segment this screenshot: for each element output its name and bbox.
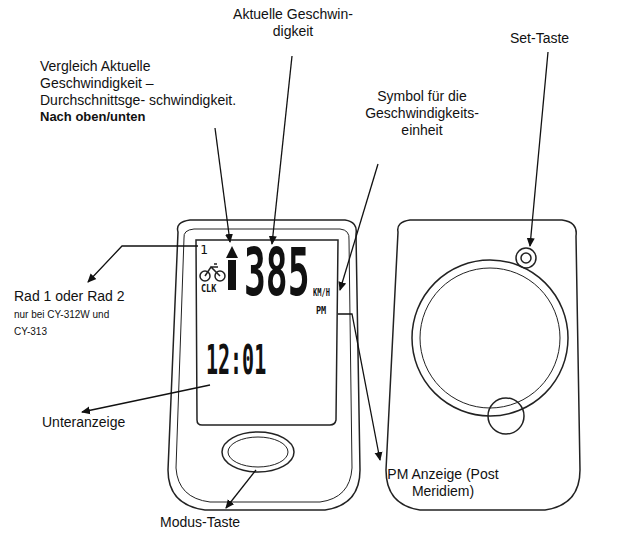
callout-label: Modus-Taste	[160, 514, 300, 531]
callout-label: Unteranzeige	[42, 414, 182, 431]
callout-label: Set-Taste	[510, 30, 610, 47]
callout-label: Vergleich Aktuelle Geschwindigkeit – Dur…	[40, 58, 240, 109]
display-pm: PM	[316, 306, 326, 316]
display-clock: 12:01	[206, 340, 266, 380]
callout-label: PM Anzeige (Post Meridiem)	[368, 466, 518, 500]
callout-note: Nach oben/unten	[40, 108, 240, 125]
callout-note: nur bei CY-312W und CY-313	[14, 306, 124, 340]
display-mode: CLK	[201, 284, 216, 294]
display-speed: 385	[244, 240, 310, 306]
callout-label: Aktuelle Geschwin- digkeit	[228, 6, 358, 40]
callout-label: Rad 1 oder Rad 2	[14, 288, 174, 305]
display-unit: KM/H	[313, 288, 330, 298]
display-wheel-number: 1	[200, 243, 208, 256]
callout-label: Symbol für die Geschwindigkeits- einheit	[352, 88, 492, 139]
